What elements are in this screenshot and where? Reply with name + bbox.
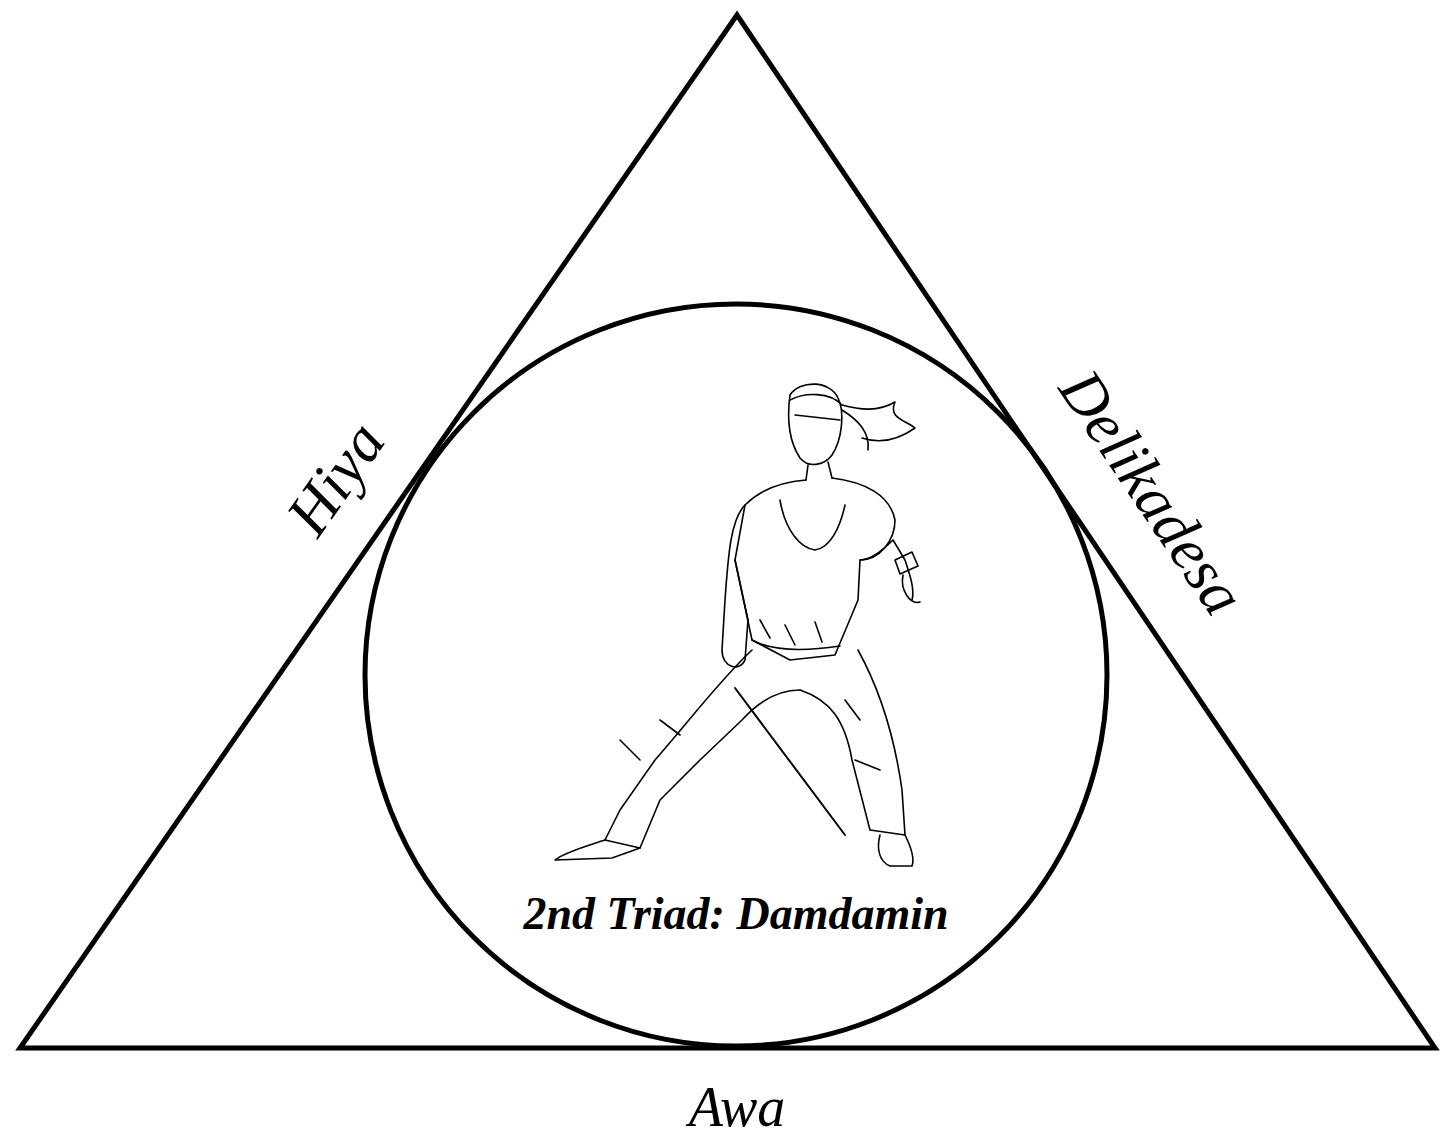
side-label: Delikadesa (1046, 357, 1259, 626)
circle-line (365, 304, 1107, 1046)
side-label: Awa (689, 1077, 785, 1139)
triangle-line (20, 15, 1435, 1048)
triad-circle: 2nd Triad: Damdamin (363, 302, 1109, 1048)
triad-title: 2nd Triad: Damdamin (523, 889, 948, 940)
side-label: Hiya (273, 409, 398, 547)
